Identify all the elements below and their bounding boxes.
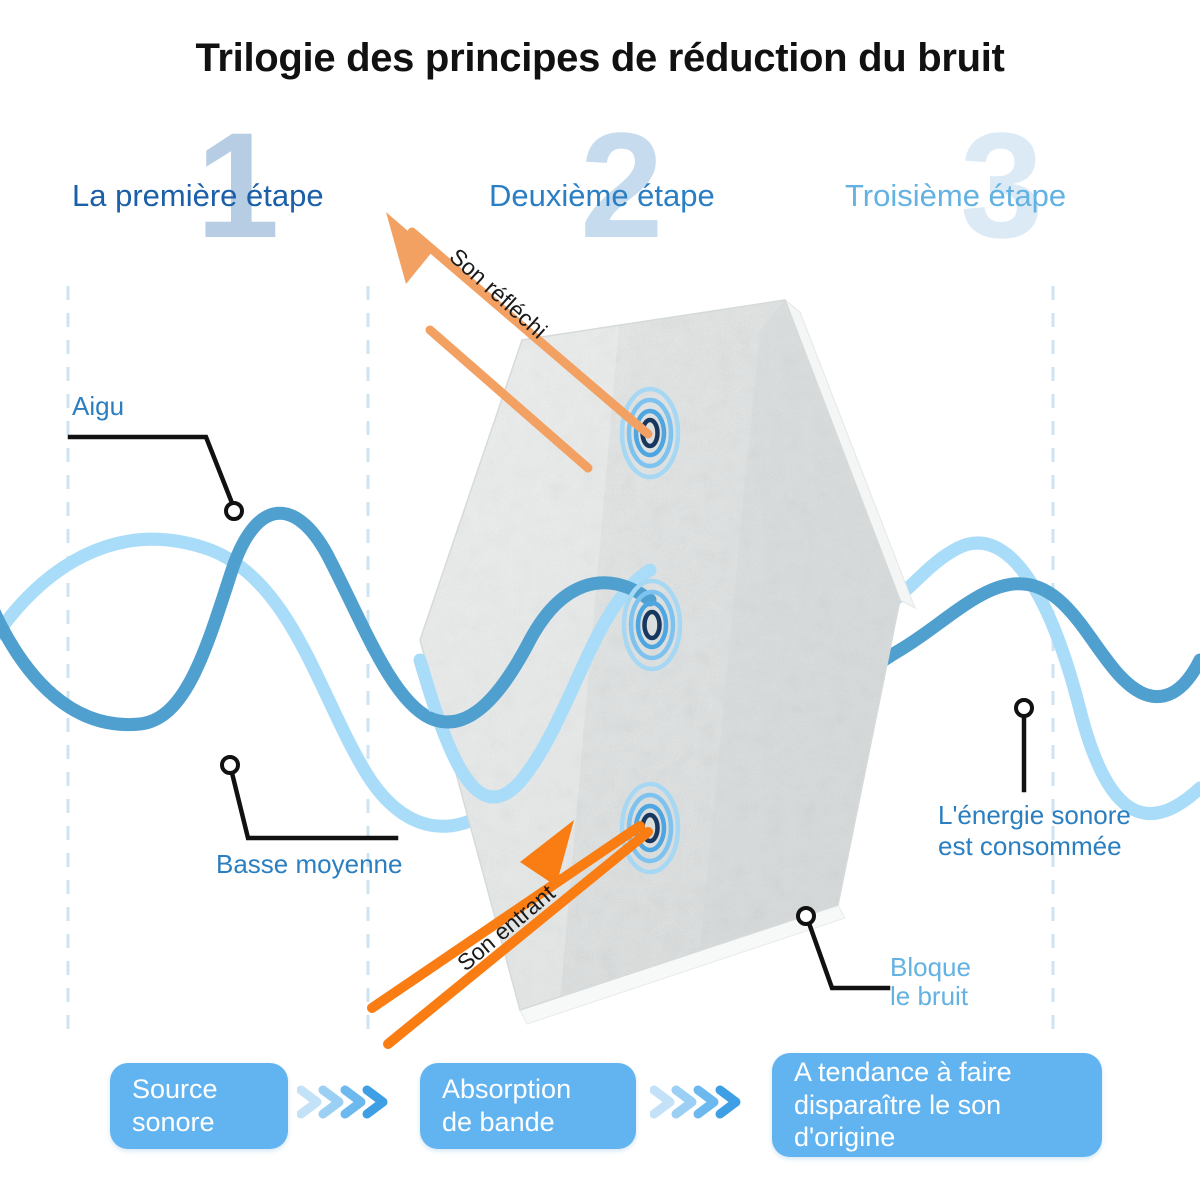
- step-numeral-1: 1: [196, 101, 280, 269]
- marker-aigu: [224, 501, 244, 521]
- leader-aigu: [67, 434, 235, 506]
- leader-bloque: [807, 923, 891, 991]
- callout-energie-line1: L'énergie sonore: [938, 800, 1131, 830]
- flow-box-1-line1: Source: [132, 1074, 218, 1105]
- chevron-arrows-2: [650, 1082, 746, 1122]
- flow-box-3-line1: A tendance à faire: [794, 1056, 1012, 1087]
- callout-aigu: Aigu: [72, 391, 125, 421]
- flow-box-2-line1: Absorption: [442, 1074, 572, 1105]
- marker-energie: [1014, 698, 1034, 718]
- flow-box-disparaitre-son-origine[interactable]: A tendance à faire disparaître le son d'…: [772, 1053, 1102, 1157]
- marker-basse: [220, 755, 240, 775]
- ripple-icon-bottom: [619, 781, 681, 875]
- callout-energie-line2: est consommée: [938, 830, 1122, 861]
- step-label-2: Deuxième étape: [489, 178, 715, 213]
- callout-energie-consommee: L'énergie sonore est consommée: [938, 800, 1131, 861]
- flow-box-source-sonore[interactable]: Source sonore: [110, 1063, 288, 1149]
- step-label-3: Troisième étape: [845, 178, 1067, 213]
- arrow-son-reflechi: [386, 212, 653, 473]
- acoustic-panel-hexagon: [419, 298, 916, 1025]
- panel-outline: [419, 299, 901, 1011]
- flow-box-3-line2: disparaître le son d'origine: [794, 1089, 1002, 1153]
- wave-overlap-on-panel: [413, 563, 657, 804]
- arrow-son-entrant: [367, 820, 653, 1049]
- callout-bloque-line2: le bruit: [890, 981, 969, 1012]
- step-numeral-3: 3: [960, 101, 1044, 269]
- step-label-1: La première étape: [72, 178, 324, 213]
- callout-bloque-line1: Bloque: [890, 952, 971, 982]
- marker-bloque: [796, 906, 816, 926]
- flow-box-1-line2: sonore: [132, 1107, 215, 1137]
- chevron-set-icon: [297, 1085, 388, 1119]
- callout-bloque-le-bruit: Bloque le bruit: [890, 952, 971, 1012]
- page-title: Trilogie des principes de réduction du b…: [195, 36, 1005, 80]
- step-numeral-2: 2: [580, 101, 664, 269]
- leader-basse: [229, 770, 399, 841]
- guide-lines: [66, 286, 1055, 1032]
- flow-box-absorption-de-bande[interactable]: Absorption de bande: [420, 1063, 636, 1149]
- flow-box-2-line2: de bande: [442, 1107, 555, 1137]
- chevron-arrows-1: [297, 1082, 393, 1122]
- callout-basse-moyenne: Basse moyenne: [216, 849, 403, 879]
- leader-lines: [67, 434, 1034, 991]
- ripple-icon-middle: [621, 578, 683, 672]
- chevron-set-icon: [650, 1085, 741, 1119]
